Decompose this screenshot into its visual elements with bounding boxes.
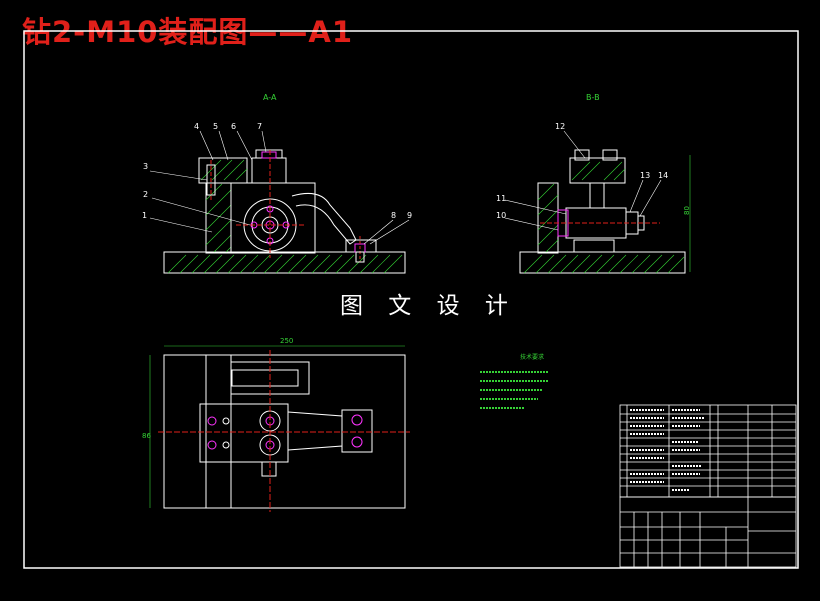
balloon-label: 14 bbox=[658, 171, 668, 180]
parts-list-text-rows bbox=[630, 409, 704, 491]
balloon-label: 1 bbox=[142, 211, 147, 220]
balloon-label: 5 bbox=[213, 122, 218, 131]
balloon-label: 12 bbox=[555, 122, 565, 131]
section-label-bb: B-B bbox=[586, 93, 600, 102]
balloon-label: 4 bbox=[194, 122, 199, 131]
tech-req-heading: 技术要求 bbox=[520, 353, 544, 361]
dimension-plan-width: 86 bbox=[142, 432, 151, 440]
balloon-label: 11 bbox=[496, 194, 506, 203]
section-label-aa: A-A bbox=[263, 93, 277, 102]
balloon-label: 7 bbox=[257, 122, 262, 131]
technical-requirements: 技术要求 bbox=[480, 353, 548, 409]
balloon-label: 8 bbox=[391, 211, 396, 220]
balloons-aa: 1 2 3 4 5 6 7 8 9 bbox=[142, 122, 412, 220]
title-block bbox=[619, 496, 797, 568]
balloon-label: 13 bbox=[640, 171, 650, 180]
section-view-aa bbox=[149, 130, 410, 274]
outer-border bbox=[23, 30, 799, 569]
dimension-overall-length: 250 bbox=[280, 337, 293, 345]
balloon-label: 6 bbox=[231, 122, 236, 131]
balloon-label: 10 bbox=[496, 211, 506, 220]
balloon-label: 3 bbox=[143, 162, 148, 171]
balloon-label: 9 bbox=[407, 211, 412, 220]
dimension-height-bb: 80 bbox=[683, 206, 691, 215]
balloons-bb: 10 11 12 13 14 bbox=[496, 122, 668, 220]
plan-view bbox=[149, 345, 410, 512]
drawing-title: 钻2-M10装配图——A1 bbox=[22, 15, 354, 49]
watermark-text: 图 文 设 计 bbox=[340, 293, 517, 319]
balloon-label: 2 bbox=[143, 190, 148, 199]
section-view-bb bbox=[504, 130, 691, 274]
